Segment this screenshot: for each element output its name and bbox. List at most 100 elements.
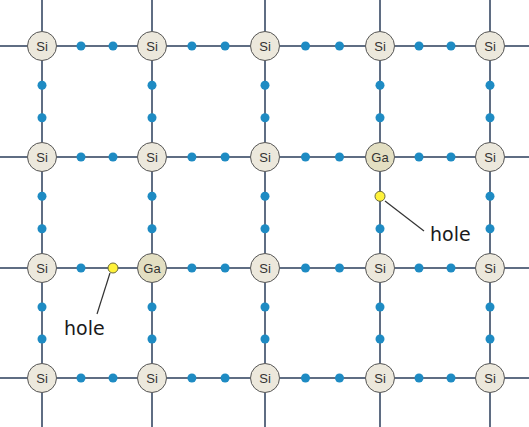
electron-dot bbox=[148, 192, 157, 201]
electron-dot bbox=[486, 335, 495, 344]
bond-stub bbox=[505, 45, 529, 47]
covalent-bond bbox=[57, 45, 137, 47]
hole-marker bbox=[375, 191, 385, 201]
covalent-bond bbox=[489, 283, 491, 363]
electron-dot bbox=[77, 153, 86, 162]
covalent-bond bbox=[151, 61, 153, 142]
bond-stub bbox=[489, 0, 491, 31]
electron-dot bbox=[376, 81, 385, 90]
bond-stub bbox=[0, 377, 27, 379]
electron-dot bbox=[187, 42, 196, 51]
electron-dot bbox=[221, 153, 230, 162]
silicon-atom: Si bbox=[365, 363, 395, 393]
hole-marker bbox=[108, 263, 118, 273]
silicon-atom: Si bbox=[365, 31, 395, 61]
silicon-atom: Si bbox=[27, 253, 57, 283]
covalent-bond bbox=[167, 267, 250, 269]
electron-dot bbox=[261, 224, 270, 233]
atom-symbol: Si bbox=[146, 372, 158, 385]
bond-stub bbox=[505, 156, 529, 158]
electron-dot bbox=[221, 264, 230, 273]
electron-dot bbox=[415, 42, 424, 51]
bond-stub bbox=[0, 45, 27, 47]
electron-dot bbox=[301, 374, 310, 383]
bond-stub bbox=[151, 0, 153, 31]
electron-dot bbox=[376, 113, 385, 122]
covalent-bond bbox=[280, 377, 365, 379]
atom-symbol: Si bbox=[36, 262, 48, 275]
electron-dot bbox=[261, 335, 270, 344]
atom-symbol: Si bbox=[484, 372, 496, 385]
atom-symbol: Si bbox=[36, 40, 48, 53]
electron-dot bbox=[376, 303, 385, 312]
covalent-bond bbox=[167, 45, 250, 47]
electron-dot bbox=[486, 224, 495, 233]
atom-symbol: Ga bbox=[371, 151, 388, 164]
silicon-atom: Si bbox=[475, 142, 505, 172]
electron-dot bbox=[301, 42, 310, 51]
bond-stub bbox=[379, 393, 381, 427]
covalent-bond bbox=[280, 267, 365, 269]
electron-dot bbox=[415, 153, 424, 162]
atom-symbol: Si bbox=[146, 151, 158, 164]
covalent-bond bbox=[151, 172, 153, 253]
silicon-atom: Si bbox=[250, 142, 280, 172]
electron-dot bbox=[335, 374, 344, 383]
covalent-bond bbox=[264, 283, 266, 363]
electron-dot bbox=[335, 42, 344, 51]
hole-label: hole bbox=[62, 318, 107, 340]
electron-dot bbox=[148, 224, 157, 233]
atom-symbol: Si bbox=[36, 372, 48, 385]
silicon-atom: Si bbox=[475, 363, 505, 393]
covalent-bond bbox=[41, 61, 43, 142]
covalent-bond bbox=[167, 156, 250, 158]
electron-dot bbox=[221, 374, 230, 383]
covalent-bond bbox=[489, 172, 491, 253]
atom-symbol: Si bbox=[484, 151, 496, 164]
electron-dot bbox=[447, 153, 456, 162]
electron-dot bbox=[38, 303, 47, 312]
silicon-atom: Si bbox=[475, 253, 505, 283]
atom-symbol: Si bbox=[259, 40, 271, 53]
electron-dot bbox=[486, 303, 495, 312]
electron-dot bbox=[148, 303, 157, 312]
electron-dot bbox=[38, 224, 47, 233]
electron-dot bbox=[187, 374, 196, 383]
covalent-bond bbox=[395, 377, 475, 379]
leader-line bbox=[97, 273, 110, 314]
atom-symbol: Si bbox=[259, 151, 271, 164]
electron-dot bbox=[486, 192, 495, 201]
bond-stub bbox=[264, 0, 266, 31]
bond-stub bbox=[505, 267, 529, 269]
electron-dot bbox=[261, 113, 270, 122]
silicon-atom: Si bbox=[475, 31, 505, 61]
covalent-bond bbox=[57, 156, 137, 158]
electron-dot bbox=[447, 374, 456, 383]
electron-dot bbox=[301, 264, 310, 273]
bond-stub bbox=[264, 393, 266, 427]
leader-lines bbox=[97, 201, 424, 314]
electron-dot bbox=[335, 153, 344, 162]
covalent-bond bbox=[379, 283, 381, 363]
electron-dot bbox=[376, 335, 385, 344]
atom-symbol: Si bbox=[484, 262, 496, 275]
electron-dot bbox=[261, 192, 270, 201]
covalent-bond bbox=[57, 267, 137, 269]
bond-stub bbox=[151, 393, 153, 427]
silicon-atom: Si bbox=[250, 253, 280, 283]
electron-dot bbox=[77, 42, 86, 51]
electron-dot bbox=[447, 42, 456, 51]
bond-stub bbox=[505, 377, 529, 379]
silicon-atom: Si bbox=[27, 142, 57, 172]
covalent-bond bbox=[41, 283, 43, 363]
atom-symbol: Si bbox=[374, 262, 386, 275]
bond-stub bbox=[41, 0, 43, 31]
covalent-bond bbox=[395, 267, 475, 269]
silicon-atom: Si bbox=[137, 363, 167, 393]
covalent-bond bbox=[379, 172, 381, 253]
covalent-bond bbox=[395, 156, 475, 158]
electron-dot bbox=[187, 153, 196, 162]
electron-dot bbox=[109, 374, 118, 383]
